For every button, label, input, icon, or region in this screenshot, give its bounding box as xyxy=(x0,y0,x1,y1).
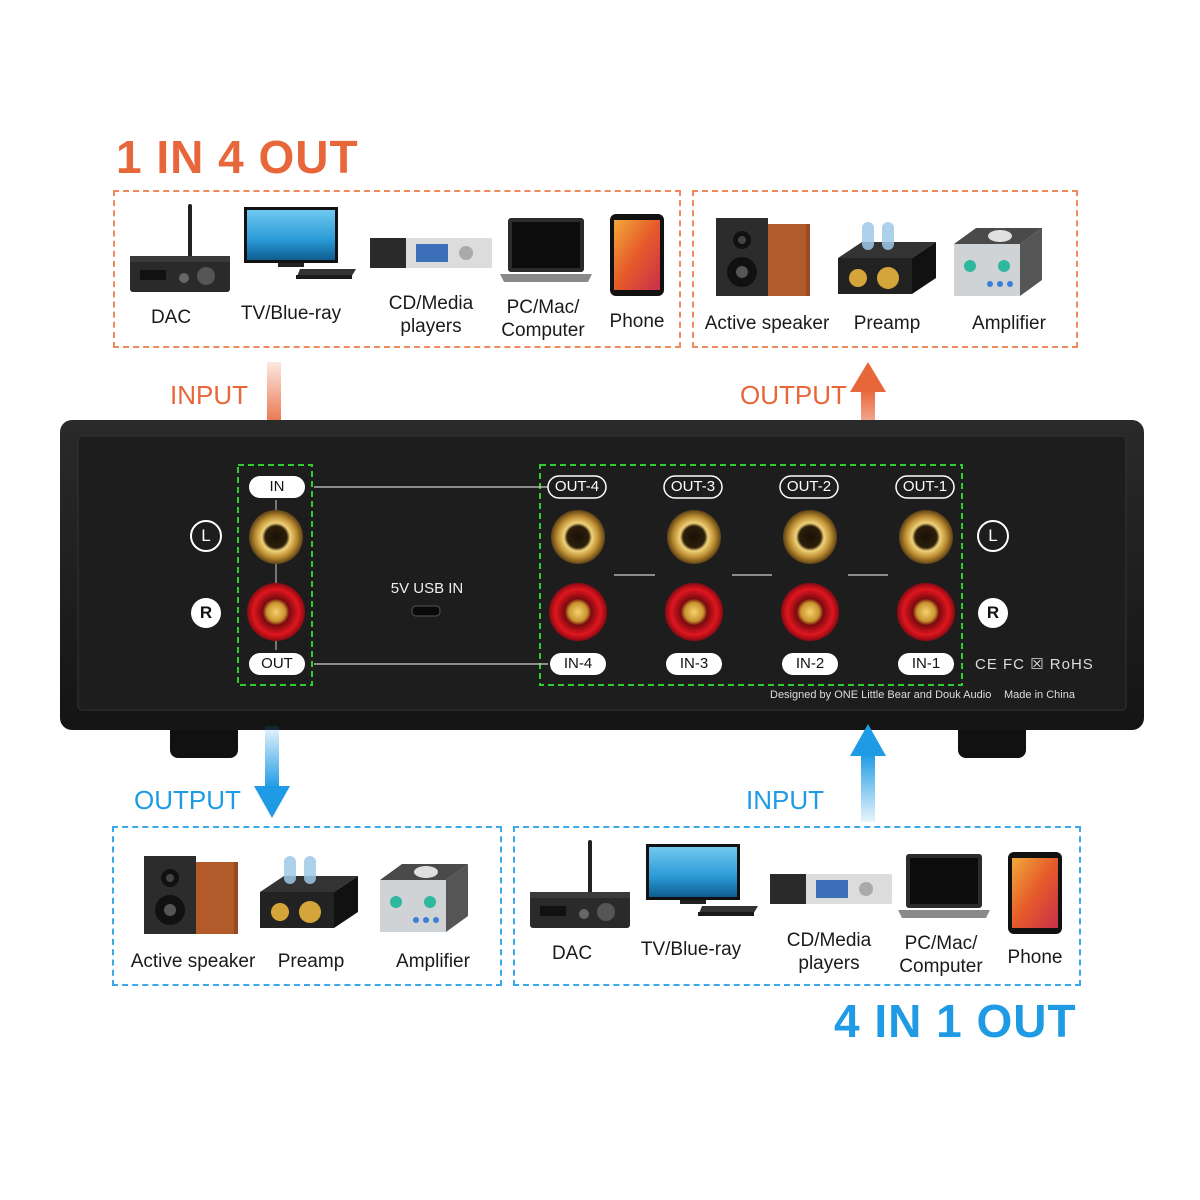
bottom-source-label-pc: PC/Mac/ Computer xyxy=(899,933,983,977)
bottom-sources-box xyxy=(513,826,1081,986)
in-3-label: IN-3 xyxy=(679,655,709,672)
right-channel-badge-a: R xyxy=(199,603,213,622)
top-source-label-tv: TV/Blue-ray xyxy=(240,303,342,324)
left-channel-badge-a: L xyxy=(201,526,211,545)
speaker-icon xyxy=(712,216,812,298)
out-3-label: OUT-3 xyxy=(670,478,716,495)
top-output-label: OUTPUT xyxy=(740,380,847,410)
phone-icon xyxy=(606,212,668,298)
top-output-label-preamp: Preamp xyxy=(853,313,921,334)
out-pill xyxy=(249,653,305,675)
out-2-label: OUT-2 xyxy=(786,478,832,495)
jack-out3-left xyxy=(667,510,721,564)
cd-player-icon xyxy=(366,232,496,272)
top-source-label-dac: DAC xyxy=(150,307,192,328)
heading-4-in-1-out: 4 IN 1 OUT xyxy=(834,995,1077,1047)
jack-out2-left xyxy=(783,510,837,564)
preamp-icon xyxy=(832,218,942,298)
jack-out-right xyxy=(247,583,305,641)
top-output-label-amplifier: Amplifier xyxy=(972,313,1046,334)
bottom-source-label-phone: Phone xyxy=(1007,947,1063,968)
out-4-label: OUT-4 xyxy=(554,478,600,495)
arrow-up-blue-icon xyxy=(848,722,888,822)
jack-in2-right xyxy=(781,583,839,641)
in-pill xyxy=(249,476,305,498)
usb-port xyxy=(411,605,441,617)
jack-out4-left xyxy=(551,510,605,564)
heading-1-in-4-out: 1 IN 4 OUT xyxy=(116,131,359,183)
bottom-output-label-amplifier: Amplifier xyxy=(396,951,470,972)
bottom-source-label-dac: DAC xyxy=(551,943,593,964)
amplifier-icon xyxy=(376,850,472,936)
bottom-output-label-preamp: Preamp xyxy=(277,951,345,972)
amplifier-icon xyxy=(950,214,1046,300)
out-1-label: OUT-1 xyxy=(902,478,948,495)
laptop-icon xyxy=(496,214,596,284)
bottom-input-label: INPUT xyxy=(746,785,824,815)
in-out-group-box xyxy=(237,464,313,686)
top-output-label-speaker: Active speaker xyxy=(704,313,830,334)
dac-icon xyxy=(124,200,236,296)
designed-by-text: Designed by ONE Little Bear and Douk Aud… xyxy=(770,689,992,701)
top-sources-box xyxy=(113,190,681,348)
top-outputs-box xyxy=(692,190,1078,348)
bottom-outputs-box xyxy=(112,826,502,986)
bottom-output-label-speaker: Active speaker xyxy=(130,951,256,972)
multi-port-group-box xyxy=(539,464,963,686)
arrow-down-blue-icon xyxy=(252,726,292,822)
cert-marks: CE FC ☒ RoHS xyxy=(975,656,1094,673)
jack-out1-left xyxy=(899,510,953,564)
usb-label: 5V USB IN xyxy=(390,580,464,597)
jack-in4-right xyxy=(549,583,607,641)
phone-icon xyxy=(1004,850,1066,936)
made-in-text: Made in China xyxy=(1004,689,1075,701)
in-4-label: IN-4 xyxy=(563,655,593,672)
left-channel-badge-b: L xyxy=(988,526,998,545)
jack-in3-right xyxy=(665,583,723,641)
device-back-panel xyxy=(58,416,1146,766)
cd-player-icon xyxy=(766,868,896,908)
top-source-label-pc: PC/Mac/ Computer xyxy=(501,297,585,341)
speaker-icon xyxy=(140,854,240,936)
in-1-label: IN-1 xyxy=(911,655,941,672)
top-source-label-cd: CD/Media players xyxy=(388,293,474,337)
bottom-source-label-cd: CD/Media players xyxy=(786,930,872,974)
right-channel-badge-b: R xyxy=(986,603,1000,622)
top-source-label-phone: Phone xyxy=(609,311,665,332)
bottom-source-label-tv: TV/Blue-ray xyxy=(640,939,742,960)
in-pill-label: IN xyxy=(269,478,285,495)
preamp-icon xyxy=(254,852,364,932)
jack-in-left xyxy=(249,510,303,564)
laptop-icon xyxy=(894,850,994,920)
in-2-label: IN-2 xyxy=(795,655,825,672)
bottom-output-label: OUTPUT xyxy=(134,785,241,815)
jack-in1-right xyxy=(897,583,955,641)
tv-icon xyxy=(640,842,762,922)
dac-icon xyxy=(524,836,636,932)
top-input-label: INPUT xyxy=(170,380,248,410)
out-pill-label: OUT xyxy=(261,655,293,672)
tv-icon xyxy=(238,205,360,285)
